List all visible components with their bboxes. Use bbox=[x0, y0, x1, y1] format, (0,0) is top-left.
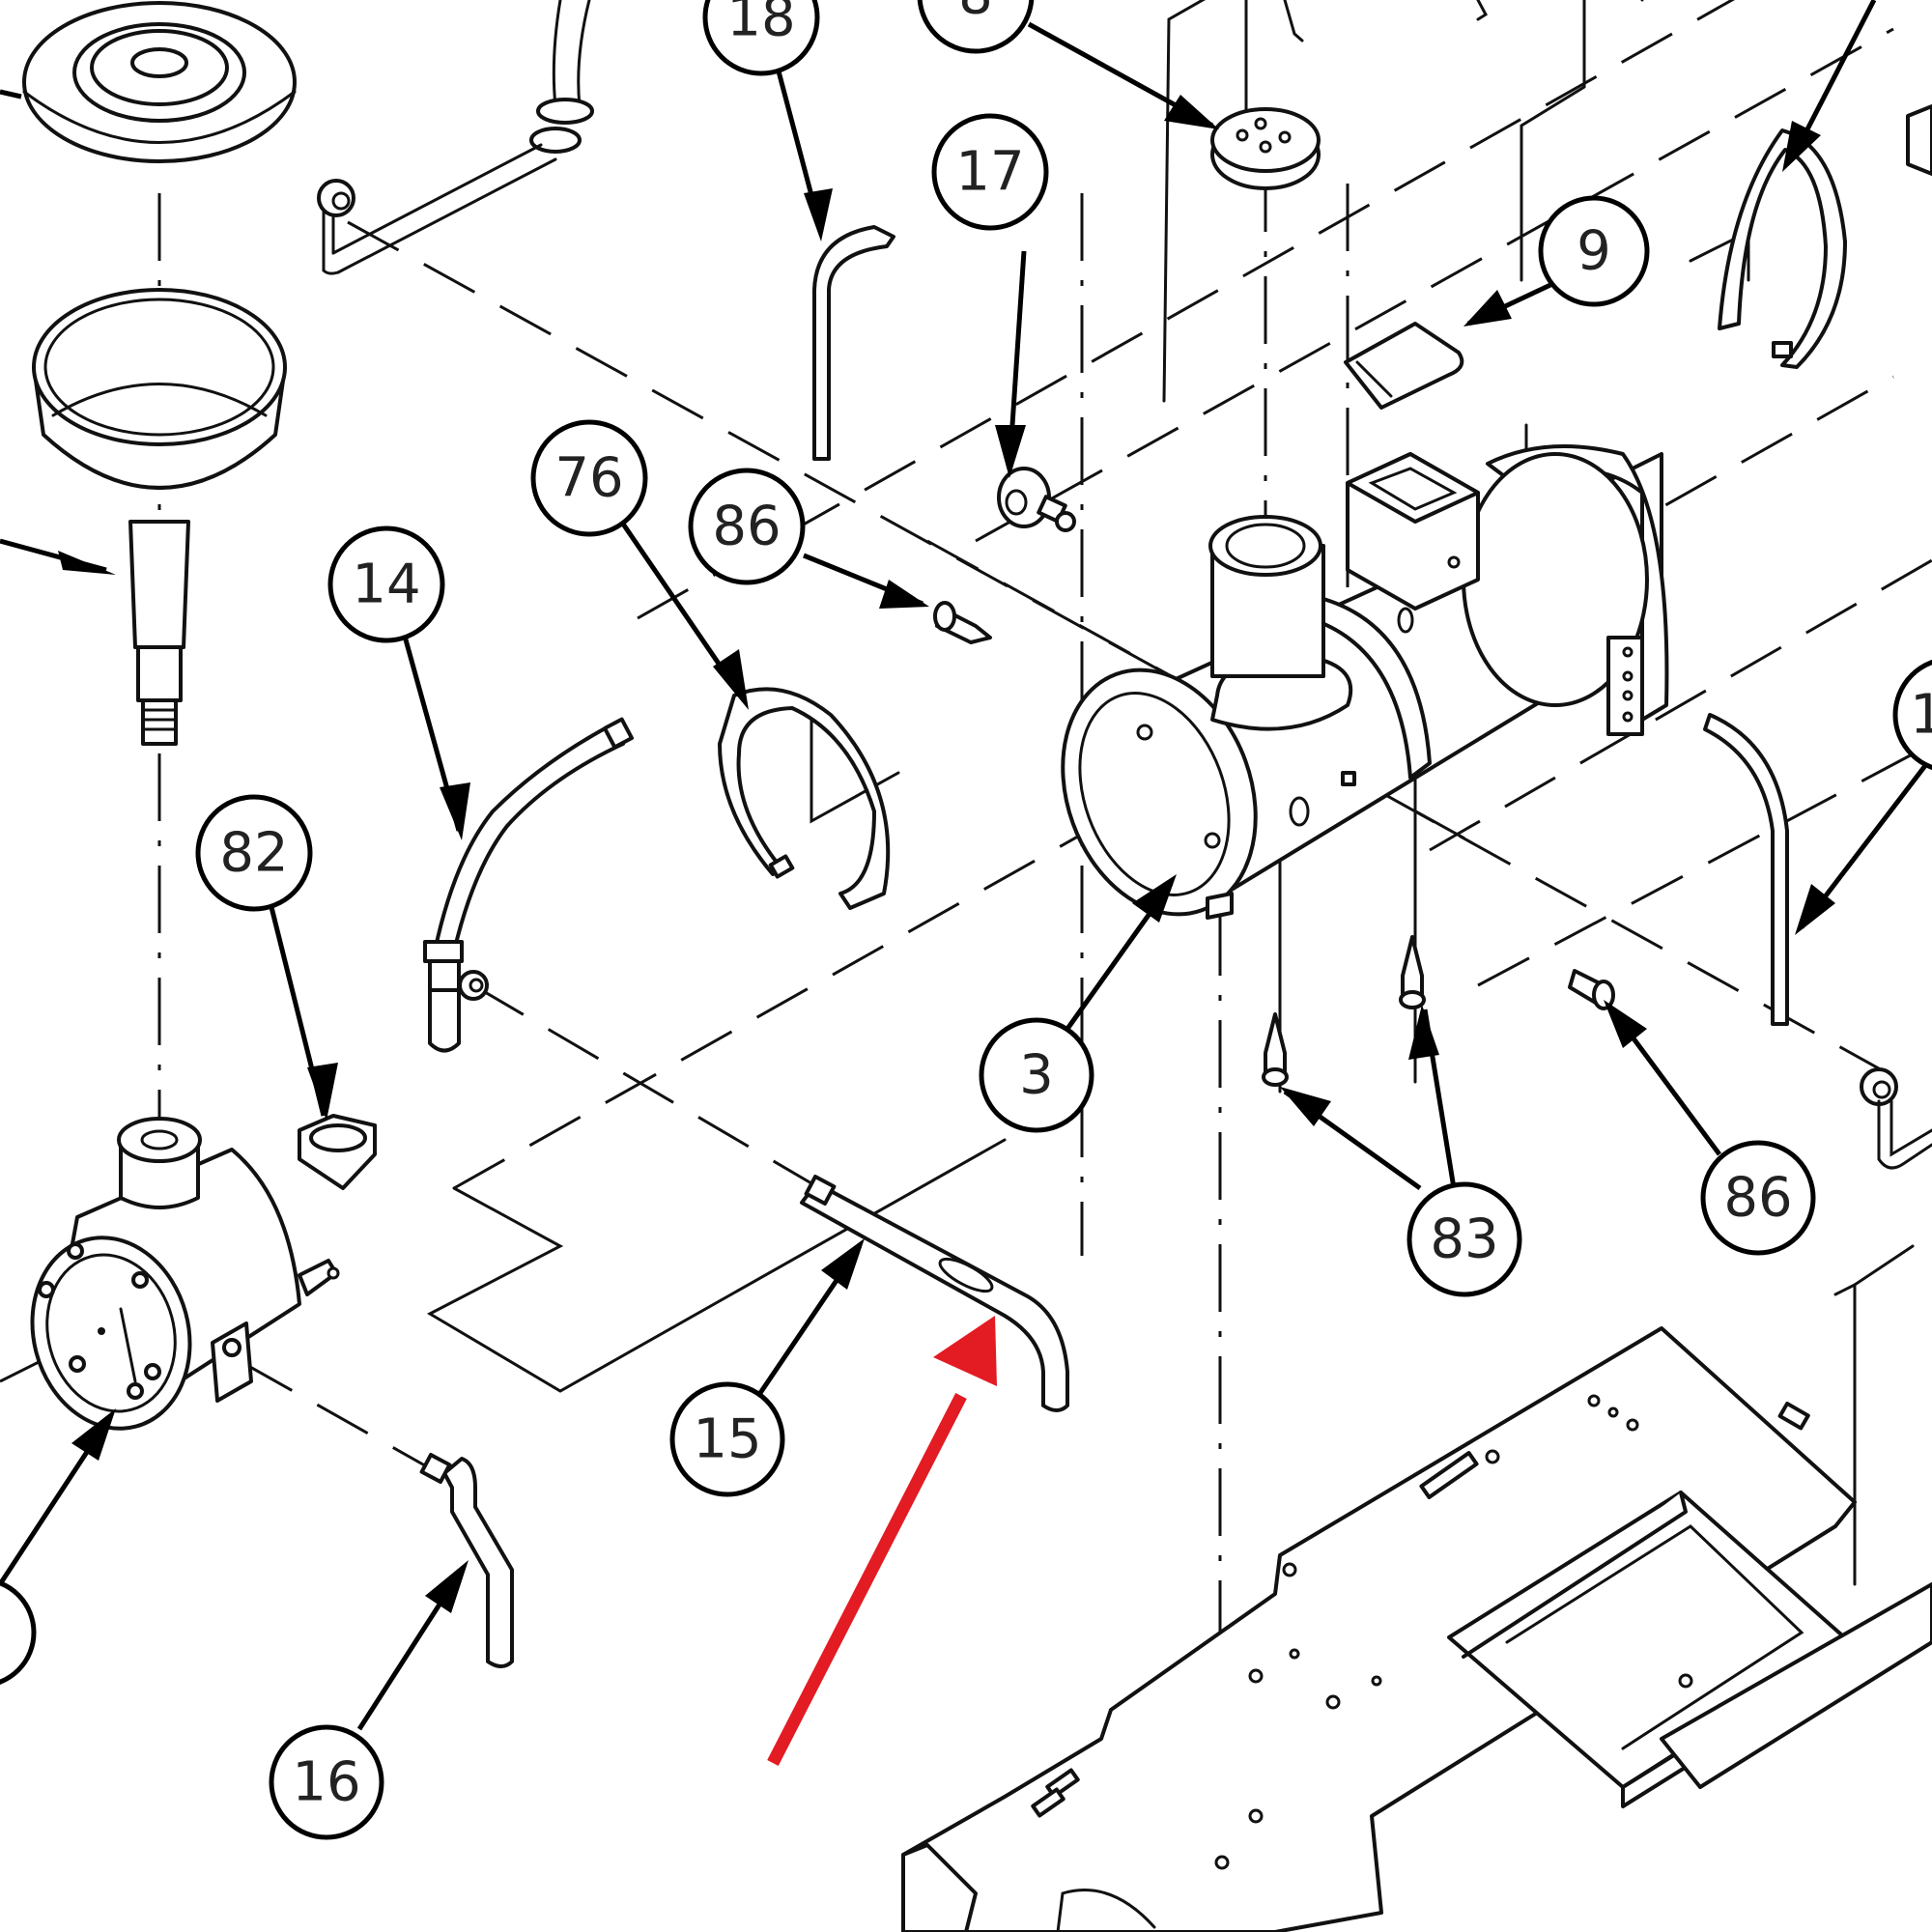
part-83-screw-left bbox=[1262, 1012, 1289, 1087]
callout-label-1x: 1 bbox=[1910, 684, 1932, 747]
callout-label-82: 82 bbox=[219, 822, 288, 885]
bracket-tube-part bbox=[317, 0, 594, 275]
callout-76: 76 bbox=[530, 419, 648, 537]
callout-17: 17 bbox=[931, 113, 1049, 231]
callout-86-upper: 86 bbox=[688, 468, 806, 585]
callout-82: 82 bbox=[195, 794, 313, 912]
callout-label-8: 8 bbox=[958, 0, 993, 27]
leader-lines bbox=[0, 0, 1929, 1731]
base-plate-part bbox=[901, 1326, 1932, 1932]
callout-14: 14 bbox=[327, 526, 445, 643]
callout-label-15: 15 bbox=[693, 1408, 761, 1471]
callout-18: 18 bbox=[702, 0, 820, 76]
callout-16: 16 bbox=[269, 1724, 384, 1840]
cup-shaft-part bbox=[32, 288, 287, 746]
callout-label-16: 16 bbox=[292, 1751, 360, 1814]
callout-86-lower: 86 bbox=[1700, 1140, 1816, 1256]
callout-label-86-lower: 86 bbox=[1723, 1167, 1792, 1230]
part-14-tube bbox=[423, 717, 634, 1053]
callout-label-18: 18 bbox=[726, 0, 795, 49]
part-83-screw-right bbox=[1399, 935, 1426, 1009]
callout-partial-left bbox=[0, 1580, 37, 1685]
part-82-hex-nut bbox=[298, 1114, 377, 1190]
callout-3: 3 bbox=[979, 1017, 1094, 1133]
part-18-tube bbox=[812, 225, 895, 461]
callout-label-17: 17 bbox=[955, 141, 1024, 204]
callout-1x-partial: 1 bbox=[1892, 659, 1932, 771]
callout-9: 9 bbox=[1538, 195, 1650, 307]
callout-label-76: 76 bbox=[554, 447, 623, 510]
part-15-tube bbox=[800, 1175, 1069, 1412]
part-16-tube bbox=[419, 1453, 514, 1668]
callout-label-14: 14 bbox=[352, 554, 420, 616]
callout-8: 8 bbox=[917, 0, 1035, 54]
callout-label-9: 9 bbox=[1577, 220, 1611, 283]
lower-pump-assembly bbox=[30, 1117, 340, 1431]
part-9-clip bbox=[1344, 322, 1464, 410]
pulley-cap-part bbox=[22, 1, 297, 163]
callout-label-83: 83 bbox=[1430, 1208, 1498, 1271]
callout-83: 83 bbox=[1406, 1181, 1522, 1297]
part-86-screw-upper bbox=[933, 601, 992, 644]
part-8-plug bbox=[1210, 0, 1488, 190]
part-3-pump-housing bbox=[1061, 444, 1669, 920]
right-rod-part bbox=[1703, 713, 1789, 1026]
part-17-fitting bbox=[997, 467, 1076, 532]
snap-ring-upper-right bbox=[1718, 128, 1847, 369]
part-76-snap-ring bbox=[718, 687, 891, 910]
callout-label-86-upper: 86 bbox=[712, 496, 781, 558]
callout-label-3: 3 bbox=[1019, 1044, 1054, 1107]
red-highlight-arrow bbox=[767, 1316, 997, 1766]
callout-15: 15 bbox=[669, 1381, 785, 1497]
right-bracket-tube bbox=[1860, 1067, 1932, 1170]
